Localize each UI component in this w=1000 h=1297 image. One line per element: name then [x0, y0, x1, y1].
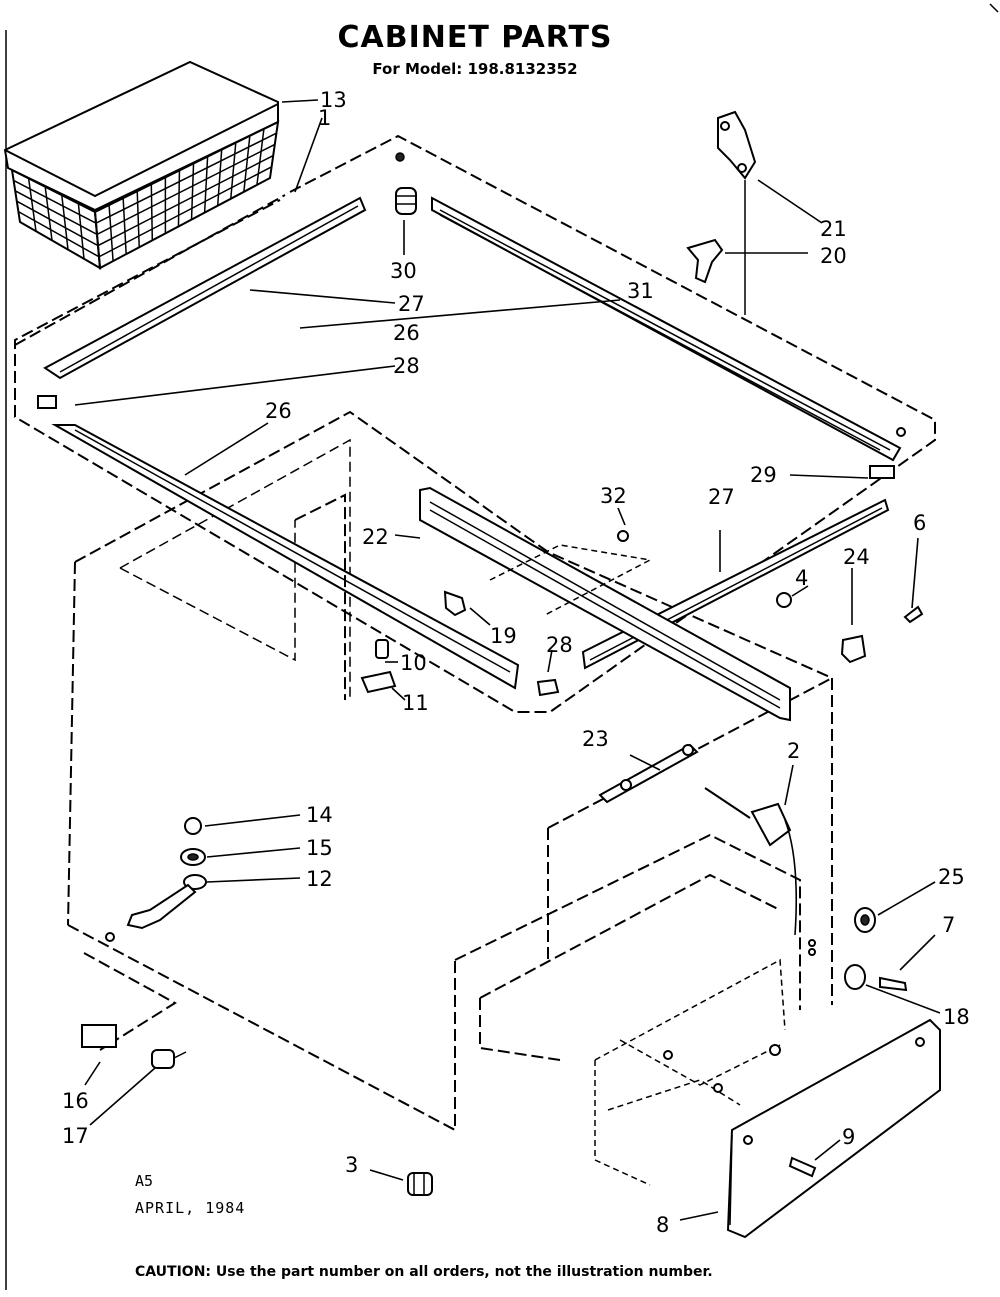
lid-outline: [14, 134, 936, 713]
callout-labels: 13 1 30 27 31 26 28 26 21 20 29 32 22 27…: [62, 88, 970, 1237]
callout-18: 18: [943, 1005, 970, 1029]
callout-22: 22: [362, 525, 389, 549]
callout-3: 3: [345, 1153, 358, 1177]
storage-basket: [3, 60, 280, 270]
callout-17: 17: [62, 1124, 89, 1148]
panel-outline: [294, 493, 346, 700]
callout-10: 10: [400, 651, 427, 675]
clip-19: [443, 590, 467, 617]
screw-7: [879, 976, 908, 992]
diagram-date: APRIL, 1984: [135, 1199, 246, 1217]
callout-23: 23: [582, 727, 609, 751]
liner-trim: [419, 486, 791, 722]
callout-31: 31: [627, 279, 654, 303]
screw: [896, 427, 906, 437]
diagram-code: A5: [135, 1172, 154, 1190]
light-socket-30: [395, 152, 417, 215]
drain-tube-23: [598, 743, 699, 804]
callout-8: 8: [656, 1213, 669, 1237]
callout-27-top: 27: [398, 292, 425, 316]
washer-18: [844, 964, 866, 990]
cabinet-body-outline: [67, 410, 833, 1132]
callout-15: 15: [306, 836, 333, 860]
hinge-24: [840, 634, 867, 664]
hinge-part-28-left: [37, 395, 57, 409]
page-title: CABINET PARTS: [337, 20, 613, 55]
machine-compartment: [594, 958, 786, 1186]
bracket-28-front: [536, 678, 560, 697]
breaker-strip-left-top: [43, 196, 367, 380]
callout-26-top: 26: [393, 321, 420, 345]
basket-wires: [11, 121, 279, 269]
callout-19: 19: [490, 624, 517, 648]
callout-30: 30: [390, 259, 417, 283]
callout-1: 1: [318, 106, 331, 130]
callout-27-right: 27: [708, 485, 735, 509]
hinge-cover-20: [686, 238, 724, 284]
callout-24: 24: [843, 545, 870, 569]
caution-note: CAUTION: Use the part number on all orde…: [135, 1264, 713, 1280]
callout-14: 14: [306, 803, 333, 827]
caster-3: [407, 1172, 433, 1196]
breaker-strip-front: [51, 424, 520, 690]
callout-28-top: 28: [393, 354, 420, 378]
callout-leader-lines: [74, 99, 941, 1221]
callout-25: 25: [938, 865, 965, 889]
screw-6: [903, 605, 924, 624]
callout-13: 13: [320, 88, 347, 112]
callout-2: 2: [787, 739, 800, 763]
callout-11: 11: [402, 691, 429, 715]
hinge-part-29: [869, 465, 895, 479]
thermostat-11: [360, 670, 397, 694]
drain-tube-12: [105, 874, 207, 942]
callout-4: 4: [795, 566, 808, 590]
callout-16: 16: [62, 1089, 89, 1113]
callout-9: 9: [842, 1125, 855, 1149]
thermostat-knob-10: [375, 639, 389, 659]
callout-7: 7: [942, 913, 955, 937]
washer-4: [776, 592, 792, 608]
screw-9: [788, 1156, 817, 1178]
power-cord-2: [704, 787, 798, 936]
callout-6: 6: [913, 511, 926, 535]
gasket-outline: [489, 544, 653, 616]
model-subtitle: For Model: 198.8132352: [372, 60, 578, 78]
leveling-leg-17: [151, 1049, 187, 1069]
access-panel-8: [726, 1018, 941, 1239]
hinge-21: [717, 110, 757, 180]
breaker-strip-right-top: [431, 196, 902, 462]
corner-mark: [989, 3, 999, 13]
callout-28-front: 28: [546, 633, 573, 657]
callout-29: 29: [750, 463, 777, 487]
callout-20: 20: [820, 244, 847, 268]
plug-32: [617, 530, 629, 542]
callout-21: 21: [820, 217, 847, 241]
callout-32: 32: [600, 484, 627, 508]
grille-16: [81, 1024, 117, 1048]
callout-12: 12: [306, 867, 333, 891]
drain-cap-14: [184, 817, 202, 835]
callout-26-front: 26: [265, 399, 292, 423]
